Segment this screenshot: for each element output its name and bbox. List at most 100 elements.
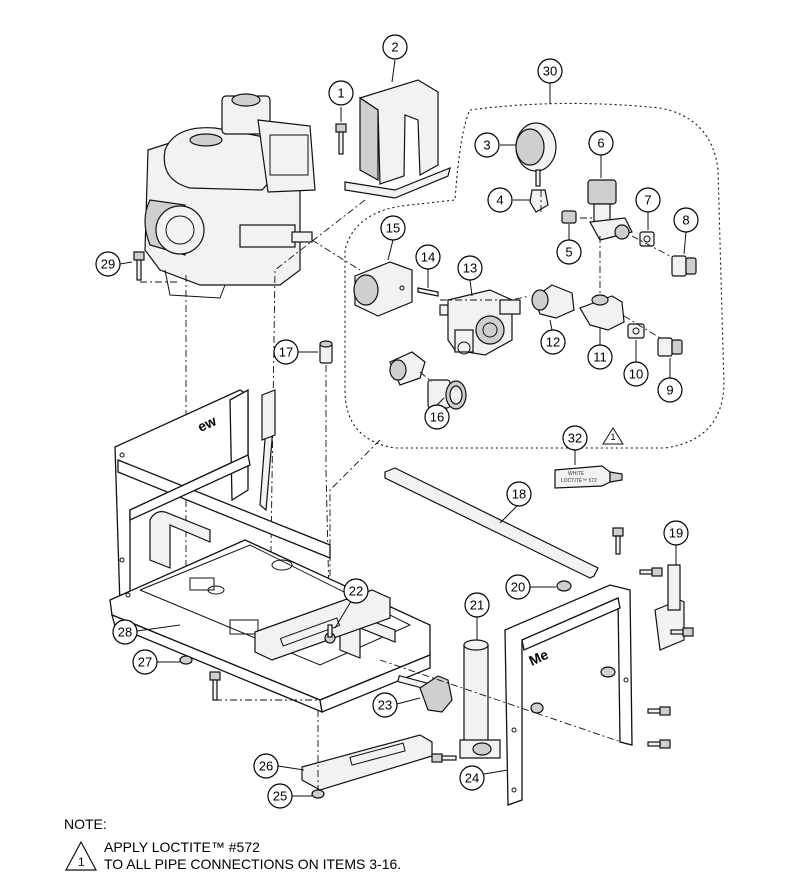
bolt-1 <box>335 123 347 155</box>
unloader-valve <box>587 179 633 241</box>
callout-18: 18 <box>506 481 532 507</box>
tee-11 <box>579 294 625 331</box>
callout-1: 1 <box>328 80 354 106</box>
bolt-29 <box>133 251 145 281</box>
callout-14: 14 <box>415 244 441 270</box>
handle-frame-24: Me <box>504 584 633 806</box>
callout-32: 32 <box>562 425 588 451</box>
callout-24: 24 <box>459 765 485 791</box>
callout-17: 17 <box>273 339 299 365</box>
svg-text:6: 6 <box>597 136 604 151</box>
callout-25: 25 <box>267 783 293 809</box>
elbow-12 <box>531 284 575 319</box>
shaft-coupler <box>353 261 413 317</box>
callout-26: 26 <box>253 753 279 779</box>
strap-18 <box>384 467 599 579</box>
spacer-17 <box>319 340 333 364</box>
callout-10: 10 <box>623 361 649 387</box>
callout-28: 28 <box>112 619 138 645</box>
callout-23: 23 <box>372 692 398 718</box>
svg-text:27: 27 <box>138 655 152 670</box>
note-title: NOTE: <box>64 816 107 832</box>
callout-16: 16 <box>424 404 450 430</box>
loctite-tube: WHITE LOCTITE™ 572 <box>554 465 623 489</box>
post-21 <box>459 639 501 759</box>
bolt-side-2 <box>670 627 694 637</box>
quick-coupler-8 <box>671 255 697 277</box>
pump-body <box>439 289 521 356</box>
inlet-fitting <box>389 351 467 410</box>
svg-text:1: 1 <box>337 86 344 101</box>
note-line-2: TO ALL PIPE CONNECTIONS ON ITEMS 3-16. <box>104 856 402 872</box>
svg-text:12: 12 <box>546 335 560 350</box>
svg-text:1: 1 <box>610 432 615 442</box>
svg-text:3: 3 <box>483 138 490 153</box>
svg-text:8: 8 <box>682 213 689 228</box>
svg-text:19: 19 <box>669 526 683 541</box>
nipple-5 <box>561 210 577 224</box>
washer-25 <box>311 789 325 799</box>
slide-plate-26 <box>301 734 433 791</box>
frame-logo: ew <box>195 412 219 434</box>
quick-coupler-9 <box>657 337 683 357</box>
bolt-side-1 <box>639 567 663 577</box>
engine <box>144 93 316 299</box>
bolt-side-3 <box>647 706 671 716</box>
svg-text:26: 26 <box>259 759 273 774</box>
callout-15: 15 <box>380 215 406 241</box>
svg-text:22: 22 <box>349 584 363 599</box>
callout-11: 11 <box>587 344 613 370</box>
svg-text:23: 23 <box>378 698 392 713</box>
svg-text:4: 4 <box>496 193 503 208</box>
svg-text:18: 18 <box>512 487 526 502</box>
callout-27: 27 <box>132 649 158 675</box>
callout-21: 21 <box>464 592 490 618</box>
svg-text:20: 20 <box>511 580 525 595</box>
callout-22: 22 <box>343 578 369 604</box>
bracket-19 <box>654 564 685 651</box>
loctite-flag-icon: 1 <box>602 427 624 445</box>
svg-text:28: 28 <box>118 625 132 640</box>
bushing-7 <box>639 231 655 247</box>
tube-label-line2: LOCTITE™ 572 <box>561 478 597 484</box>
svg-text:29: 29 <box>101 257 115 272</box>
callout-5: 5 <box>556 239 582 265</box>
svg-text:10: 10 <box>629 367 643 382</box>
clamp-knob-23 <box>397 674 453 713</box>
svg-text:2: 2 <box>391 40 398 55</box>
note-warning-flag-icon: 1 <box>64 840 98 871</box>
note-line-1: APPLY LOCTITE™ #572 <box>104 839 260 855</box>
note-flag-number: 1 <box>78 855 85 869</box>
pressure-gauge <box>515 122 557 187</box>
callout-9: 9 <box>657 377 683 403</box>
callout-3: 3 <box>474 132 500 158</box>
callout-7: 7 <box>635 187 661 213</box>
callout-30: 30 <box>537 58 563 84</box>
callout-13: 13 <box>457 255 483 281</box>
nut-20 <box>556 580 572 592</box>
svg-text:5: 5 <box>565 245 572 260</box>
tube-label-line1: WHITE <box>568 471 585 477</box>
bolt-post <box>431 753 457 763</box>
svg-text:21: 21 <box>470 598 484 613</box>
svg-text:15: 15 <box>386 221 400 236</box>
svg-text:13: 13 <box>463 261 477 276</box>
svg-text:32: 32 <box>568 431 582 446</box>
nut-27 <box>179 655 193 665</box>
svg-text:17: 17 <box>279 345 293 360</box>
callout-12: 12 <box>540 329 566 355</box>
svg-text:25: 25 <box>273 789 287 804</box>
frame-28: ew <box>109 388 431 714</box>
key-14 <box>417 287 439 297</box>
callout-2: 2 <box>382 34 408 60</box>
callout-4: 4 <box>487 187 513 213</box>
svg-text:30: 30 <box>543 64 557 79</box>
svg-text:9: 9 <box>666 383 673 398</box>
svg-text:7: 7 <box>644 193 651 208</box>
bolt-side-4 <box>647 739 671 749</box>
svg-text:24: 24 <box>465 771 479 786</box>
guard-cover <box>344 79 451 199</box>
callout-6: 6 <box>588 130 614 156</box>
svg-text:16: 16 <box>430 410 444 425</box>
